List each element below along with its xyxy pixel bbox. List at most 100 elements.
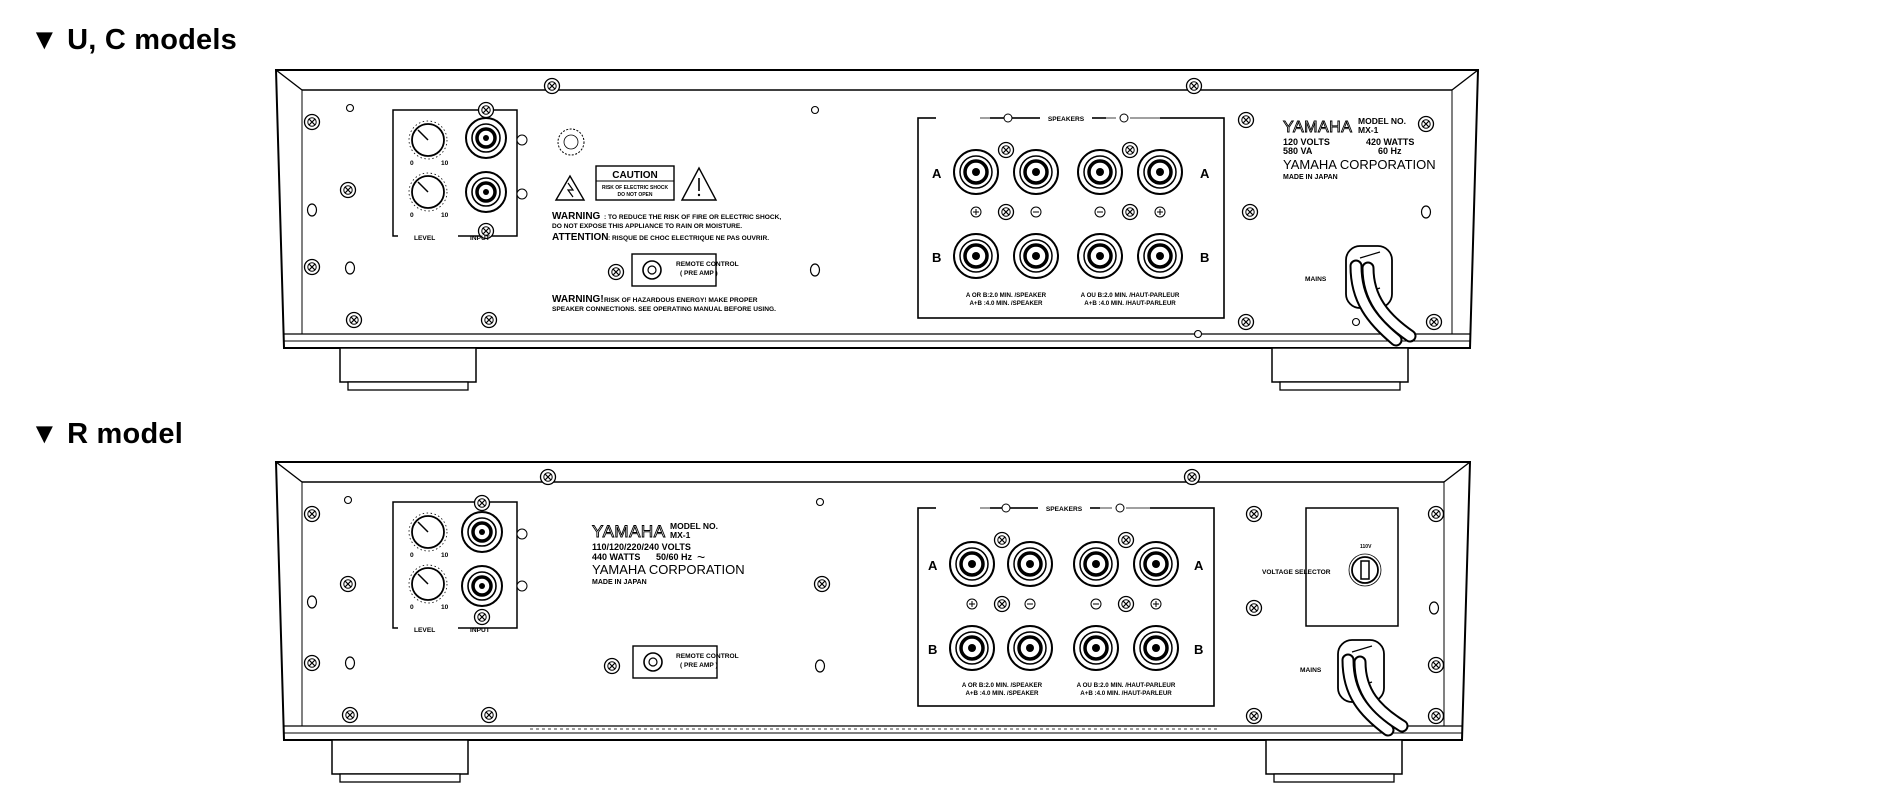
knob-scale-min: 0 <box>410 212 414 219</box>
attention-head: ATTENTION <box>552 232 608 243</box>
speaker-terminal-icon[interactable] <box>948 624 996 672</box>
rca-jack-icon[interactable] <box>464 170 508 214</box>
speaker-terminal-icon[interactable] <box>1132 540 1180 588</box>
screw-icon <box>1237 111 1255 129</box>
screw-icon <box>813 575 831 593</box>
brand-logo: YAMAHA <box>592 522 666 541</box>
level-label: LEVEL <box>414 235 435 242</box>
speaker-terminal-icon[interactable] <box>1136 232 1184 280</box>
rca-jack-icon[interactable] <box>464 116 508 160</box>
speaker-note-right-1: A OU B:2.0 MIN. /HAUT-PARLEUR <box>1081 292 1180 299</box>
mounting-hole-icon <box>809 263 821 277</box>
mounting-hole-icon <box>344 656 356 670</box>
speaker-terminal-icon[interactable] <box>1006 624 1054 672</box>
speaker-terminal-icon[interactable] <box>1076 232 1124 280</box>
speaker-terminal-icon[interactable] <box>1072 540 1120 588</box>
screw-icon <box>303 113 321 131</box>
row-a-right: A <box>1200 166 1210 181</box>
made-in-label: MADE IN JAPAN <box>1283 174 1338 181</box>
mounting-hole-icon <box>343 495 353 505</box>
warning-1-line-1: : TO REDUCE THE RISK OF FIRE OR ELECTRIC… <box>604 214 781 221</box>
screw-icon <box>477 101 495 119</box>
speaker-note-right-2: A+B :4.0 MIN. /HAUT-PARLEUR <box>1084 300 1176 307</box>
speaker-terminal-icon[interactable] <box>1132 624 1180 672</box>
caution-line-2: DO NOT OPEN <box>617 192 652 198</box>
level-label: LEVEL <box>414 627 435 634</box>
speaker-terminal-icon[interactable] <box>1012 232 1060 280</box>
voltage-selector-icon[interactable] <box>1348 553 1382 587</box>
rating-watts: 440 WATTS <box>592 552 640 562</box>
mounting-hole-icon <box>1428 601 1440 615</box>
knob-scale-min: 0 <box>410 160 414 167</box>
speaker-note-left-2: A+B :4.0 MIN. /SPEAKER <box>969 300 1043 307</box>
model-label: MODEL NO. <box>1358 116 1406 126</box>
foot-left <box>339 347 477 391</box>
screw-icon <box>1425 313 1443 331</box>
screw-icon <box>997 141 1015 159</box>
foot-left <box>331 739 469 783</box>
speaker-terminal-icon[interactable] <box>1072 624 1120 672</box>
rating-voltage: 110/120/220/240 VOLTS <box>592 542 691 552</box>
speaker-note-left-1: A OR B:2.0 MIN. /SPEAKER <box>966 292 1047 299</box>
warning-2-line-2: SPEAKER CONNECTIONS. SEE OPERATING MANUA… <box>552 306 776 313</box>
selector-value: 110V <box>1360 544 1372 550</box>
rca-jack-icon[interactable] <box>460 564 504 608</box>
row-a-left: A <box>932 166 942 181</box>
knob-scale-min: 0 <box>410 552 414 559</box>
rca-jack-icon[interactable] <box>460 510 504 554</box>
rating-watts: 420 WATTS <box>1366 137 1414 147</box>
screw-icon <box>480 311 498 329</box>
speaker-note-right-2: A+B :4.0 MIN. /HAUT-PARLEUR <box>1080 690 1172 697</box>
knob-scale-max: 10 <box>441 604 449 611</box>
screw-icon <box>1117 595 1135 613</box>
input-label: INPUT <box>470 627 490 634</box>
power-cord-icon <box>1337 639 1409 737</box>
plus-icon <box>970 206 982 218</box>
uc-model-rear-panel: 0 10 0 10 LEVEL INPUT CAUTION RISK OF EL… <box>274 69 1480 391</box>
screw-icon <box>1427 707 1445 725</box>
screw-icon <box>480 706 498 724</box>
model-label: MODEL NO. <box>670 521 718 531</box>
mounting-hole-icon <box>1420 205 1432 219</box>
input-label: INPUT <box>470 235 490 242</box>
foot-right <box>1271 347 1409 391</box>
speaker-terminal-icon[interactable] <box>948 540 996 588</box>
attention-text: : RISQUE DE CHOC ELECTRIQUE NE PAS OUVRI… <box>608 235 769 242</box>
row-b-left: B <box>928 642 937 657</box>
pre-amp-label: ( PRE AMP ) <box>680 270 718 277</box>
certification-seal-icon <box>557 128 585 156</box>
screw-icon <box>303 258 321 276</box>
speaker-terminal-icon[interactable] <box>1012 148 1060 196</box>
mounting-hole-icon <box>306 595 318 609</box>
rating-frequency: 60 Hz <box>1378 146 1402 156</box>
rating-va: 580 VA <box>1283 146 1313 156</box>
pre-amp-label: ( PRE AMP ) <box>680 662 718 669</box>
speaker-terminal-icon[interactable] <box>1076 148 1124 196</box>
brand-logo: YAMAHA <box>1283 119 1352 136</box>
speaker-terminal-icon[interactable] <box>1136 148 1184 196</box>
speaker-terminal-icon[interactable] <box>952 232 1000 280</box>
speaker-terminal-icon[interactable] <box>1006 540 1054 588</box>
speakers-label: SPEAKERS <box>1048 116 1085 123</box>
row-a-left: A <box>928 558 938 573</box>
knob-scale-max: 10 <box>441 212 449 219</box>
caution-line-1: RISK OF ELECTRIC SHOCK <box>602 185 669 191</box>
screw-icon <box>603 657 621 675</box>
warning-1-line-2: DO NOT EXPOSE THIS APPLIANCE TO RAIN OR … <box>552 223 742 230</box>
screw-icon <box>993 531 1011 549</box>
foot-right <box>1265 739 1403 783</box>
speaker-note-left-1: A OR B:2.0 MIN. /SPEAKER <box>962 682 1043 689</box>
mains-label: MAINS <box>1300 667 1322 674</box>
screw-icon <box>1427 505 1445 523</box>
speaker-terminal-icon[interactable] <box>952 148 1000 196</box>
plus-icon <box>1154 206 1166 218</box>
mains-label: MAINS <box>1305 276 1327 283</box>
screw-icon <box>607 263 625 281</box>
remote-control-label: REMOTE CONTROL <box>676 261 739 268</box>
mounting-hole-icon <box>1351 317 1361 327</box>
screw-icon <box>1241 203 1259 221</box>
section-heading-uc-models: ▼ U, C models <box>30 24 237 56</box>
mounting-hole-icon <box>815 497 825 507</box>
remote-control-box <box>631 253 717 287</box>
